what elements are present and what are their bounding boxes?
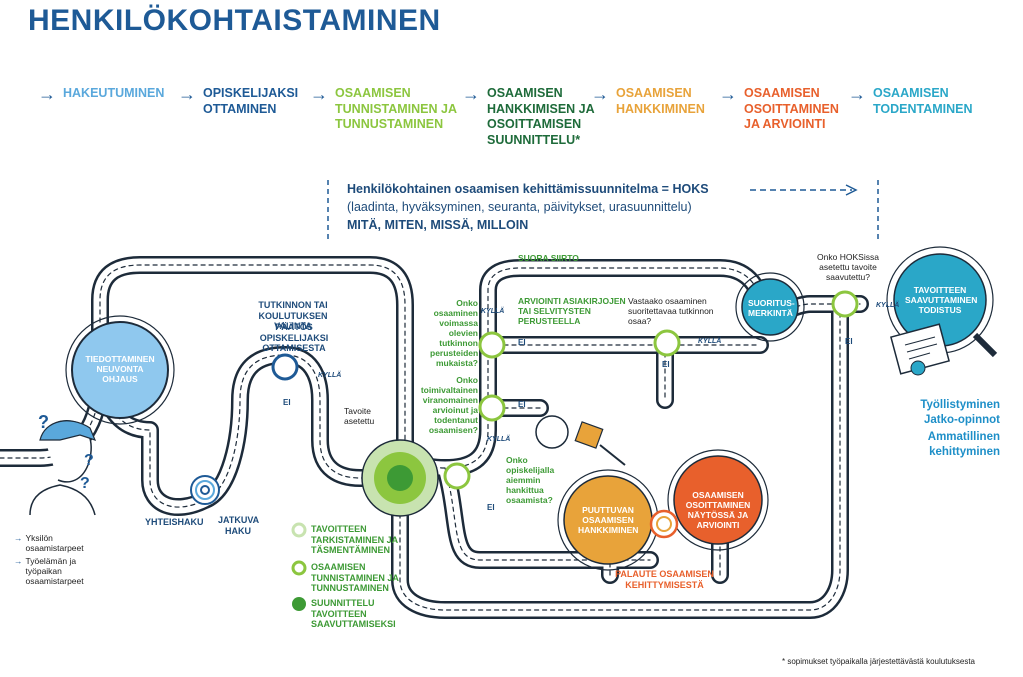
tavoitteen-label: TAVOITTEEN SAAVUTTAMINEN TODISTUS [905, 285, 978, 315]
q3-label: Onko opiskelijalla aiemmin hankittua osa… [506, 455, 555, 505]
suoritusmerkinta-circle [741, 278, 799, 336]
vastaako-node [653, 329, 681, 357]
tiedottaminen-circle [71, 321, 169, 419]
step-osoittaminen: OSAAMISEN OSOITTAMINEN JA ARVIOINTI [744, 86, 839, 131]
q1-node [478, 331, 506, 359]
arrow-icon [845, 184, 858, 196]
hoks-bracket [327, 180, 879, 240]
ei-label: EI [662, 360, 670, 369]
hoks-check-node [831, 290, 859, 318]
legend-dot-1 [291, 522, 307, 538]
outcome-tyollistyminen: Työllistyminen [920, 399, 1000, 411]
person-icon [29, 420, 97, 516]
outcome-jatko-opinnot: Jatko-opinnot [923, 414, 1000, 426]
footnote: * sopimukset työpaikalla järjestettäväst… [782, 657, 975, 666]
ei-label: EI [487, 503, 495, 512]
yhteishaku-label: YHTEISHAKU [145, 517, 204, 527]
arrow-icon: → [848, 84, 866, 104]
valinta-label: TUTKINNON TAI KOULUTUKSEN VALINTA [258, 300, 328, 331]
legend-dot-2 [291, 560, 307, 576]
kylla-label: KYLLÄ [698, 338, 722, 345]
tiedottaminen-label: TIEDOTTAMINEN NEUVONTA OHJAUS [85, 354, 155, 384]
magnifier-handle [972, 332, 998, 358]
suoritusmerkinta-label: SUORITUS-MERKINTÄ [748, 298, 795, 318]
step-opiskelijaksi: OPISKELIJAKSI OTTAMINEN [203, 86, 299, 116]
q2-label: Onko toimivaltainen viranomainen arvioin… [420, 375, 478, 435]
paatos-node [271, 353, 299, 381]
arviointi-label: ARVIOINTI ASIAKIRJOJEN TAI SELVITYSTEN P… [518, 296, 626, 326]
page-title: HENKILÖKOHTAISTAMINEN [28, 4, 441, 37]
vastaako-label: Vastaako osaaminen suoritettavaa tutkinn… [628, 296, 714, 326]
osoittaminen-circle [673, 455, 763, 545]
arrow-icon: → [14, 556, 23, 566]
ei-label: EI [283, 398, 291, 407]
need-tyoelaman: Työelämän ja työpaikan osaamistarpeet [25, 556, 84, 586]
question-mark-icon: ? [38, 412, 49, 432]
palaute-spiral [649, 509, 679, 539]
outcome-ammatillinen: Ammatillinen kehittyminen [927, 431, 1000, 458]
arrow-icon: → [719, 84, 737, 104]
q2-node [478, 394, 506, 422]
hoks-description: (laadinta, hyväksyminen, seuranta, päivi… [347, 200, 692, 214]
arrow-icon: → [178, 84, 196, 104]
suora-siirto-label: SUORA SIIRTO [518, 253, 579, 263]
arrow-icon: → [310, 84, 328, 104]
onko-hoks-label: Onko HOKSissa asetettu tavoite saavutett… [817, 252, 879, 282]
jatkuva-label: JATKUVA HAKU [218, 515, 260, 536]
tarkistaminen-node [443, 462, 471, 490]
kylla-label: KYLLÄ [876, 302, 900, 309]
hoks-questions: MITÄ, MITEN, MISSÄ, MILLOIN [347, 218, 529, 232]
question-mark-icon: ? [80, 475, 90, 492]
ei-label: EI [518, 400, 526, 409]
tavoite-label: Tavoite asetettu [344, 406, 375, 426]
step-suunnittelu: OSAAMISEN HANKKIMISEN JA OSOITTAMISEN SU… [487, 86, 595, 147]
need-yksilon: Yksilön osaamistarpeet [25, 533, 84, 553]
palaute-label: PALAUTE OSAAMISEN KEHITTYMISESTÄ [615, 569, 714, 590]
legend-dot-3 [292, 597, 306, 611]
question-mark-icon: ? [84, 452, 94, 469]
step-hankkiminen: OSAAMISEN HANKKIMINEN [616, 86, 705, 116]
step-tunnistaminen: OSAAMISEN TUNNISTAMINEN JA TUNNUSTAMINEN [335, 86, 457, 131]
paatos-label: PÄÄTÖS OPISKELIJAKSI OTTAMISESTA [259, 322, 329, 353]
arrow-icon: → [591, 84, 609, 104]
step-todentaminen: OSAAMISEN TODENTAMINEN [873, 86, 973, 116]
arrow-icon: → [14, 533, 23, 543]
legend-item-2: OSAAMISEN TUNNISTAMINEN JA TUNNUSTAMINEN [311, 562, 399, 593]
puuttuvan-label: PUUTTUVAN OSAAMISEN HANKKIMINEN [578, 505, 639, 535]
ei-label: EI [518, 338, 526, 347]
legend-item-1: TAVOITTEEN TARKISTAMINEN JA TÄSMENTÄMINE… [311, 524, 398, 555]
arrow-icon: → [38, 84, 56, 104]
q1-label: Onko osaaminen voimassa olevien tutkinno… [430, 298, 479, 368]
outcomes-list: Työllistyminen Jatko-opinnot Ammatilline… [900, 398, 1000, 460]
kylla-label: KYLLÄ [487, 436, 511, 443]
legend-item-3: SUUNNITTELU TAVOITTEEN SAAVUTTAMISEKSI [311, 598, 396, 629]
needs-list: →Yksilön osaamistarpeet →Työelämän ja ty… [14, 533, 104, 586]
kylla-label: KYLLÄ [318, 372, 342, 379]
hoks-box: Henkilökohtainen osaamisen kehittämissuu… [347, 180, 867, 234]
ei-label: EI [845, 337, 853, 346]
step-hakeutuminen: HAKEUTUMINEN [63, 86, 165, 100]
arrow-icon: → [462, 84, 480, 104]
kylla-label: KYLLÄ [481, 308, 505, 315]
puzzle-icon [535, 415, 626, 466]
osoittaminen-label: OSAAMISEN OSOITTAMINEN NÄYTÖSSÄ JA ARVIO… [685, 490, 751, 530]
hoks-title: Henkilökohtainen osaamisen kehittämissuu… [347, 182, 709, 196]
